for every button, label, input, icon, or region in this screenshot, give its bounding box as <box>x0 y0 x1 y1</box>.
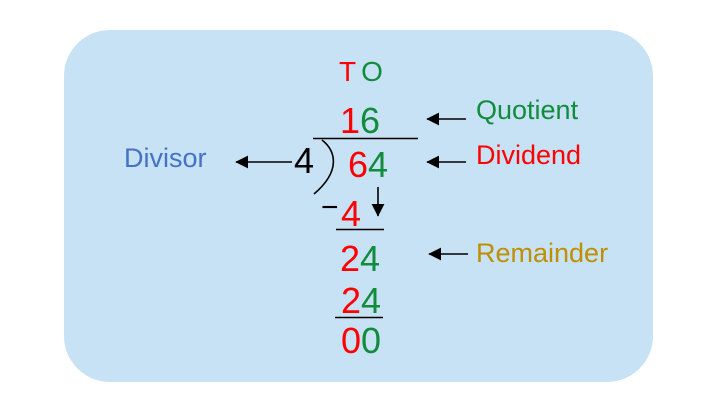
bring-down-tens-digit: 2 <box>340 238 361 279</box>
subtracted-tens-digit: 4 <box>341 193 362 234</box>
final-tens-digit: 0 <box>341 320 362 361</box>
quotient-tens-digit: 1 <box>340 100 361 141</box>
bring-down-ones-digit: 4 <box>360 238 381 279</box>
quotient-value: 1 6 <box>340 103 380 139</box>
minus-sign: − <box>321 191 339 224</box>
product-ones-digit: 4 <box>361 280 382 321</box>
place-value-ones: O <box>361 56 383 87</box>
dividend-label: Dividend <box>476 140 582 170</box>
product-tens-digit: 2 <box>341 280 362 321</box>
dividend-tens-digit: 6 <box>348 144 369 185</box>
product-row: 2 4 <box>341 283 381 319</box>
division-panel <box>64 30 653 382</box>
dividend-value: 6 4 <box>348 147 388 183</box>
dividend-ones-digit: 4 <box>368 144 389 185</box>
quotient-label: Quotient <box>476 95 579 125</box>
place-value-header: T O <box>339 58 383 86</box>
final-ones-digit: 0 <box>361 320 382 361</box>
final-remainder-row: 0 0 <box>341 323 381 359</box>
divisor-label: Divisor <box>124 143 207 173</box>
divisor-value: 4 <box>294 140 315 181</box>
bring-down-result: 2 4 <box>340 241 380 277</box>
quotient-ones-digit: 6 <box>360 100 381 141</box>
remainder-label: Remainder <box>476 238 609 268</box>
place-value-tens: T <box>339 56 357 87</box>
